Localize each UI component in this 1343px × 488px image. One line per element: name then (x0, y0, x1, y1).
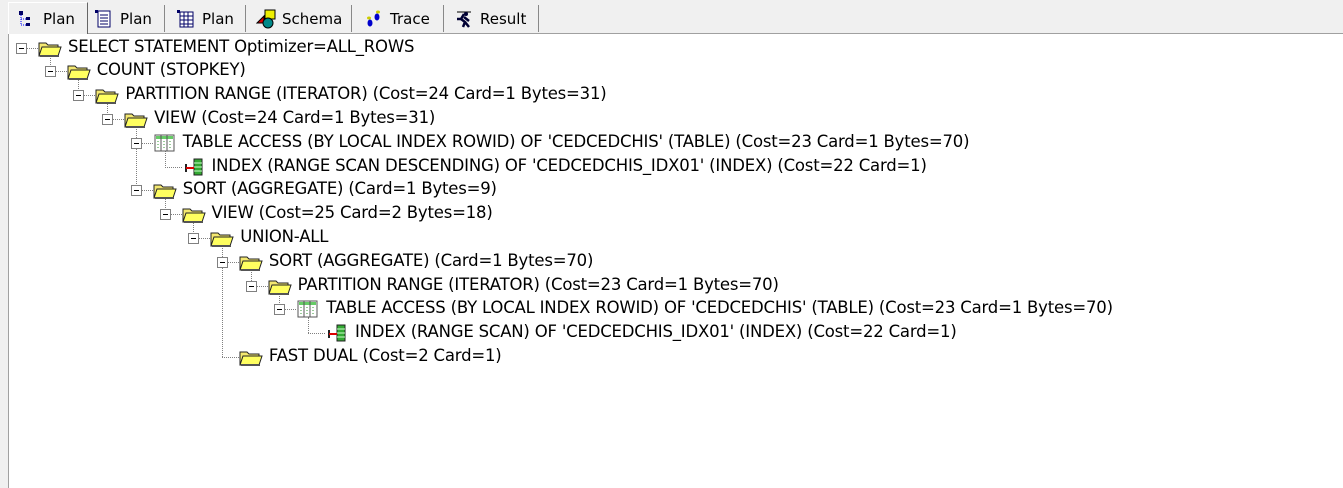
tree-node-label[interactable]: VIEW (Cost=24 Card=1 Bytes=31) (154, 107, 436, 127)
tree-connector-line (135, 126, 137, 191)
tree-connector-line (107, 103, 109, 119)
folder-icon (210, 229, 234, 247)
plan-tree-panel: SELECT STATEMENT Optimizer=ALL_ROWS COUNT… (8, 33, 1343, 488)
tree-connector-line (27, 47, 38, 49)
collapse-toggle[interactable] (44, 66, 56, 78)
folder-icon (153, 181, 177, 200)
tab-label: Plan (43, 9, 75, 28)
table-icon (153, 134, 177, 152)
collapse-toggle[interactable] (73, 90, 85, 102)
tab-plan-2[interactable]: Plan (86, 5, 165, 32)
tree-connector-line (199, 237, 211, 239)
collapse-toggle[interactable] (274, 304, 286, 316)
tree-connector-line (227, 261, 239, 263)
tab-label: Plan (202, 9, 234, 28)
tree-connector-line (193, 222, 195, 238)
tree-node-label[interactable]: TABLE ACCESS (BY LOCAL INDEX ROWID) OF '… (326, 298, 1113, 318)
text-plan-icon (94, 9, 114, 29)
tree-node-label[interactable]: PARTITION RANGE (ITERATOR) (Cost=23 Card… (297, 274, 779, 294)
tree-connector-line (221, 356, 239, 358)
folder-icon (181, 205, 206, 224)
collapse-toggle[interactable] (245, 280, 257, 292)
folder-icon (66, 62, 91, 81)
tree-connector-line (164, 150, 166, 167)
tree-connector-line (256, 285, 268, 287)
tab-result[interactable]: Result (446, 5, 539, 32)
tree-node-label[interactable]: FAST DUAL (Cost=2 Card=1) (268, 345, 502, 365)
folder-icon (38, 39, 62, 57)
tab-bar: Plan Plan Plan Schema Trace Result (0, 0, 1343, 34)
tree-connector-line (141, 142, 153, 144)
collapse-toggle[interactable] (16, 42, 27, 54)
tree-connector-line (113, 118, 125, 120)
tree-node-label[interactable]: SORT (AGGREGATE) (Card=1 Bytes=70) (268, 250, 594, 270)
tree-connector-line (308, 317, 309, 334)
index-icon (325, 324, 349, 342)
tree-connector-line (170, 214, 182, 216)
tab-label: Result (480, 9, 527, 28)
collapse-toggle[interactable] (102, 113, 114, 125)
tree-node-label[interactable]: VIEW (Cost=25 Card=2 Bytes=18) (211, 203, 493, 223)
tree-connector-line (84, 95, 96, 97)
collapse-toggle[interactable] (130, 137, 142, 149)
collapse-toggle[interactable] (130, 185, 142, 197)
tab-schema[interactable]: Schema (248, 5, 352, 32)
tab-label: Schema (282, 9, 343, 28)
tree-connector-line (221, 245, 223, 357)
tree-node-label[interactable]: COUNT (STOPKEY) (96, 60, 246, 80)
folder-icon (124, 110, 148, 128)
schema-icon (255, 9, 276, 29)
tab-trace[interactable]: Trace (356, 5, 444, 32)
tree-connector-line (285, 309, 297, 311)
tree-node-label[interactable]: PARTITION RANGE (ITERATOR) (Cost=24 Card… (125, 84, 607, 104)
tree-connector-line (49, 55, 51, 72)
tree-node-label[interactable]: UNION-ALL (240, 226, 329, 246)
tree-node-label[interactable]: INDEX (RANGE SCAN DESCENDING) OF 'CEDCED… (211, 155, 927, 175)
tree-connector-line (250, 269, 252, 286)
tree-connector-line (164, 166, 182, 168)
tab-plan-3[interactable]: Plan (168, 5, 246, 32)
folder-icon (267, 277, 292, 295)
tree-connector-line (78, 79, 80, 96)
tree-node-label[interactable]: SELECT STATEMENT Optimizer=ALL_ROWS (68, 36, 415, 56)
tree-node-label[interactable]: TABLE ACCESS (BY LOCAL INDEX ROWID) OF '… (182, 131, 970, 151)
folder-icon (239, 348, 263, 366)
table-icon (296, 300, 320, 318)
trace-icon (364, 9, 384, 29)
tab-label: Trace (390, 9, 430, 28)
tree-connector-line (141, 190, 153, 192)
tree-connector-line (308, 333, 325, 335)
collapse-toggle[interactable] (188, 232, 200, 244)
tree-connector-line (164, 198, 166, 215)
tree-connector-line (55, 71, 67, 73)
tab-plan-1[interactable]: Plan (8, 2, 88, 34)
tab-label: Plan (120, 9, 152, 28)
result-icon (454, 9, 474, 29)
tree-node-label[interactable]: SORT (AGGREGATE) (Card=1 Bytes=9) (182, 179, 497, 199)
tree-connector-line (279, 293, 281, 310)
tree-node-label[interactable]: INDEX (RANGE SCAN) OF 'CEDCEDCHIS_IDX01'… (355, 322, 957, 342)
collapse-toggle[interactable] (159, 209, 171, 221)
grid-plan-icon (176, 9, 196, 29)
tree-plan-icon (17, 9, 37, 29)
index-icon (182, 158, 206, 176)
folder-icon (239, 253, 263, 271)
folder-icon (95, 86, 120, 105)
collapse-toggle[interactable] (216, 256, 228, 268)
